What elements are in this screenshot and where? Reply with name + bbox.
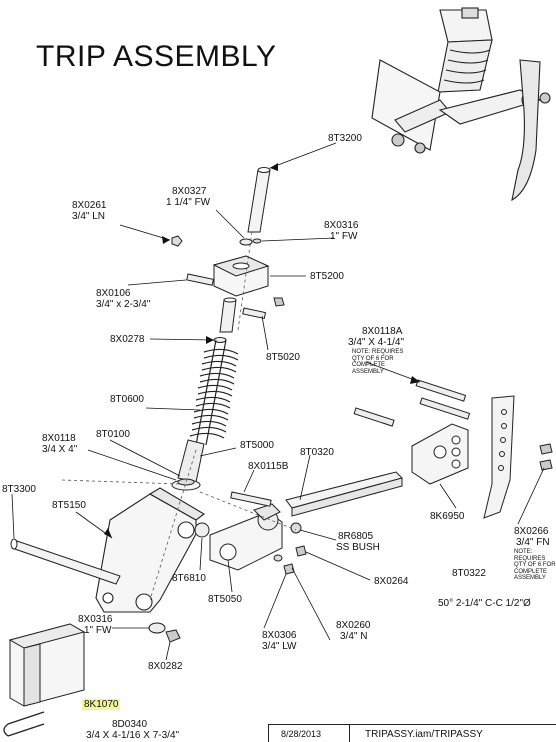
bar-8T0320 (285, 471, 403, 517)
label-8X0106: 8X0106 (96, 288, 131, 299)
label-8X0316-bottom-spec: 1" FW (84, 625, 112, 636)
label-8X0118A: 8X0118A (362, 326, 403, 337)
label-8X0266: 8X0266 (514, 526, 549, 537)
label-8T5200: 8T5200 (310, 271, 344, 282)
arm-8T5150 (95, 487, 205, 613)
pin-8T3200 (247, 167, 271, 233)
label-8D0340-spec: 3/4 X 4-1/16 X 7-3/4" (86, 730, 180, 741)
label-8X0118-spec: 3/4 X 4" (42, 444, 78, 455)
assembly-thumbnail (371, 7, 551, 202)
label-8X0306: 8X0306 (262, 630, 297, 641)
label-8X0106-spec: 3/4" x 2-3/4" (96, 299, 151, 310)
label-8X0316-bottom: 8X0316 (78, 614, 113, 625)
label-8X0316-top-spec: 1" FW (330, 231, 358, 242)
note-qty-6-a: NOTE: REQUIRES QTY OF 6 FOR COMPLETE ASS… (352, 349, 404, 375)
drawing-file-name: TRIPASSY.iam/TRIPASSY (365, 729, 483, 740)
bracket-8T5200 (212, 255, 270, 297)
bracket-8K1070 (8, 623, 86, 707)
label-8T0322: 8T0322 (452, 568, 486, 579)
label-8K1070: 8K1070 (82, 699, 121, 710)
label-8X0260: 8X0260 (336, 620, 371, 631)
label-8D0340: 8D0340 (112, 719, 148, 730)
label-8T5150: 8T5150 (52, 500, 86, 511)
diagram-title: TRIP ASSEMBLY (36, 40, 277, 73)
label-8X0282: 8X0282 (148, 661, 183, 672)
spacing-spec: 50° 2-1/4" C-C 1/2"Ø (438, 598, 531, 609)
label-8T3300: 8T3300 (2, 484, 36, 495)
label-8T0100: 8T0100 (96, 429, 130, 440)
label-8K6950: 8K6950 (430, 511, 465, 522)
label-8X0327: 8X0327 (172, 186, 207, 197)
label-8R6805-spec: SS BUSH (336, 542, 380, 553)
label-8X0261-spec: 3/4" LN (72, 211, 106, 222)
spring-8T0600 (189, 339, 239, 446)
label-8X0278: 8X0278 (110, 334, 145, 345)
label-8X0264: 8X0264 (374, 576, 409, 587)
label-8X0260-spec: 3/4" N (340, 631, 368, 642)
label-8X0115B: 8X0115B (248, 461, 289, 472)
label-8T5050: 8T5050 (208, 594, 242, 605)
pin-8T3300 (10, 538, 121, 585)
label-8T5000: 8T5000 (240, 440, 274, 451)
label-8T3200: 8T3200 (328, 133, 362, 144)
label-8R6805: 8R6805 (338, 531, 374, 542)
label-8X0261: 8X0261 (72, 200, 107, 211)
label-8X0316-top: 8X0316 (324, 220, 359, 231)
shank-8T0322 (483, 395, 515, 519)
title-block: 8/28/2013 TRIPASSY.iam/TRIPASSY (268, 724, 556, 742)
drawing-date: 8/28/2013 (281, 729, 322, 739)
label-8X0266-spec: 3/4" FN (516, 537, 550, 548)
link-8T5050 (209, 503, 283, 571)
label-8T6810: 8T6810 (172, 573, 206, 584)
label-8X0327-spec: 1 1/4" FW (166, 197, 211, 208)
label-8X0118: 8X0118 (42, 433, 76, 444)
label-8T5020: 8T5020 (266, 352, 300, 363)
label-8X0306-spec: 3/4" LW (262, 641, 297, 652)
note-qty-6-b: NOTE: REQUIRES QTY OF 6 FOR COMPLETE ASS… (514, 549, 556, 581)
label-8T0600: 8T0600 (110, 394, 144, 405)
title-block-divider (349, 725, 350, 742)
label-8X0118A-spec: 3/4" X 4-1/4" (348, 337, 405, 348)
bracket-8K6950 (411, 423, 469, 485)
label-8T0320: 8T0320 (300, 447, 334, 458)
plunger-8T5000 (171, 439, 205, 491)
